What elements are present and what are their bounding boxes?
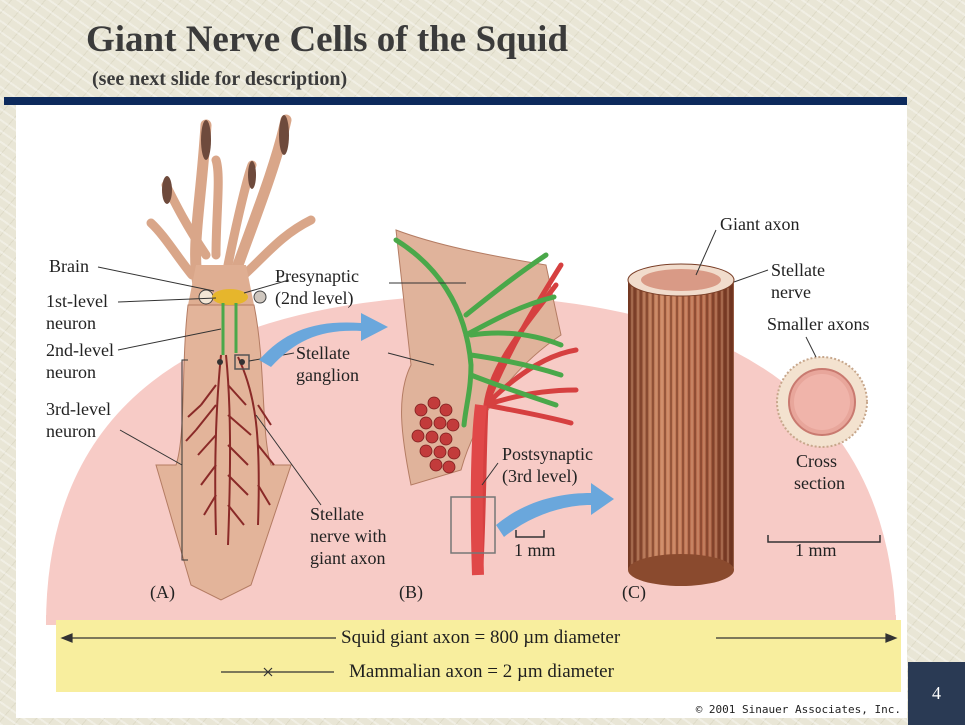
label-stellate-nerve-3: giant axon xyxy=(310,547,385,569)
label-stellate-nerve: Stellate xyxy=(310,503,364,525)
label-stellate-nerve-c: Stellate xyxy=(771,259,825,281)
label-1st-level: 1st-level xyxy=(46,290,108,312)
label-stellate-ganglion-2: ganglion xyxy=(296,364,359,386)
label-brain: Brain xyxy=(49,255,89,277)
slide-title: Giant Nerve Cells of the Squid xyxy=(86,18,568,61)
slide-subtitle: (see next slide for description) xyxy=(92,68,347,91)
label-1st-level-neuron: neuron xyxy=(46,312,96,334)
label-cross-section-2: section xyxy=(794,472,845,494)
cross-section xyxy=(777,357,867,447)
label-stellate-nerve-2: nerve with xyxy=(310,525,386,547)
scale-label-b: 1 mm xyxy=(514,539,556,561)
slide-number: 4 xyxy=(908,662,965,725)
label-presynaptic: Presynaptic xyxy=(275,265,359,287)
squid-nerve-figure: Brain 1st-level neuron 2nd-level neuron … xyxy=(16,105,907,718)
label-smaller-axons: Smaller axons xyxy=(767,313,869,335)
label-postsynaptic: Postsynaptic xyxy=(502,443,593,465)
label-presynaptic-level: (2nd level) xyxy=(275,287,353,309)
legend-mammalian-axon: Mammalian axon = 2 µm diameter xyxy=(349,661,614,683)
label-postsynaptic-level: (3rd level) xyxy=(502,465,577,487)
squid-brain xyxy=(212,289,248,305)
panel-label-a: (A) xyxy=(150,581,175,603)
label-2nd-level: 2nd-level xyxy=(46,339,114,361)
title-divider-bar xyxy=(4,97,907,105)
panel-label-c: (C) xyxy=(622,581,646,603)
label-stellate-ganglion: Stellate xyxy=(296,342,350,364)
label-3rd-level-neuron: neuron xyxy=(46,420,96,442)
panel-label-b: (B) xyxy=(399,581,423,603)
giant-axon-cylinder xyxy=(628,264,734,586)
label-2nd-level-neuron: neuron xyxy=(46,361,96,383)
label-3rd-level: 3rd-level xyxy=(46,398,111,420)
legend-squid-axon: Squid giant axon = 800 µm diameter xyxy=(341,627,620,649)
copyright-notice: © 2001 Sinauer Associates, Inc. xyxy=(696,703,901,716)
label-giant-axon: Giant axon xyxy=(720,213,799,235)
label-cross-section: Cross xyxy=(796,450,837,472)
label-stellate-nerve-c-2: nerve xyxy=(771,281,811,303)
scale-label-c: 1 mm xyxy=(795,539,837,561)
